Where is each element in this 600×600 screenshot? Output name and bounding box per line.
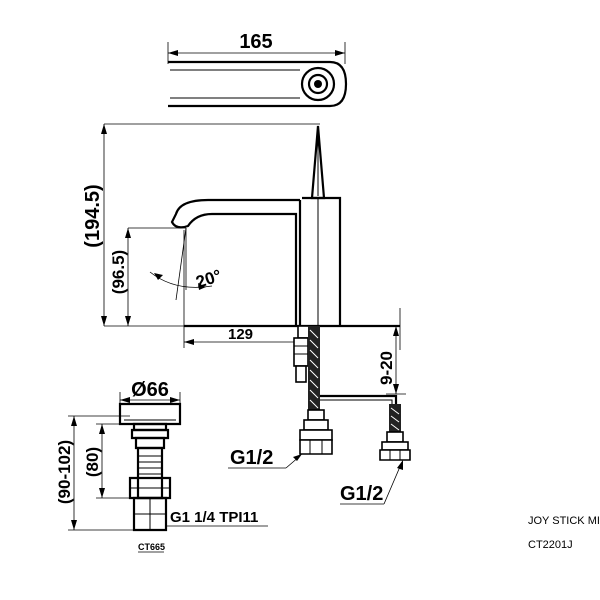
dim-drain-range: (90-102) xyxy=(55,440,74,504)
dim-height-spout: (96.5) xyxy=(109,250,128,294)
dim-reach: 129 xyxy=(228,326,253,343)
drain-side-view: Ø66 (90-102) (80) G1 1/4 xyxy=(55,379,268,553)
mixer-side-view: (194.5) (96.5) 20° 129 9-20 xyxy=(82,123,411,505)
top-view: 165 xyxy=(167,31,348,108)
product-code: CT2201J xyxy=(528,539,573,551)
dim-drain-height: (80) xyxy=(83,447,102,477)
label-drain-thread: G1 1/4 TPI11 xyxy=(170,509,258,526)
dim-height-total: (194.5) xyxy=(82,184,104,247)
dim-width-top: 165 xyxy=(239,31,272,53)
dim-deck-thickness: 9-20 xyxy=(377,351,396,385)
label-hose-left: G1/2 xyxy=(230,447,273,469)
label-hose-right: G1/2 xyxy=(340,483,383,505)
dim-angle: 20° xyxy=(193,266,224,292)
product-title: JOY STICK MIX CT2201J xyxy=(528,515,600,551)
dim-drain-diameter: Ø66 xyxy=(131,379,169,401)
product-name: JOY STICK MIX xyxy=(528,515,600,527)
label-drain-model: CT665 xyxy=(138,542,165,552)
